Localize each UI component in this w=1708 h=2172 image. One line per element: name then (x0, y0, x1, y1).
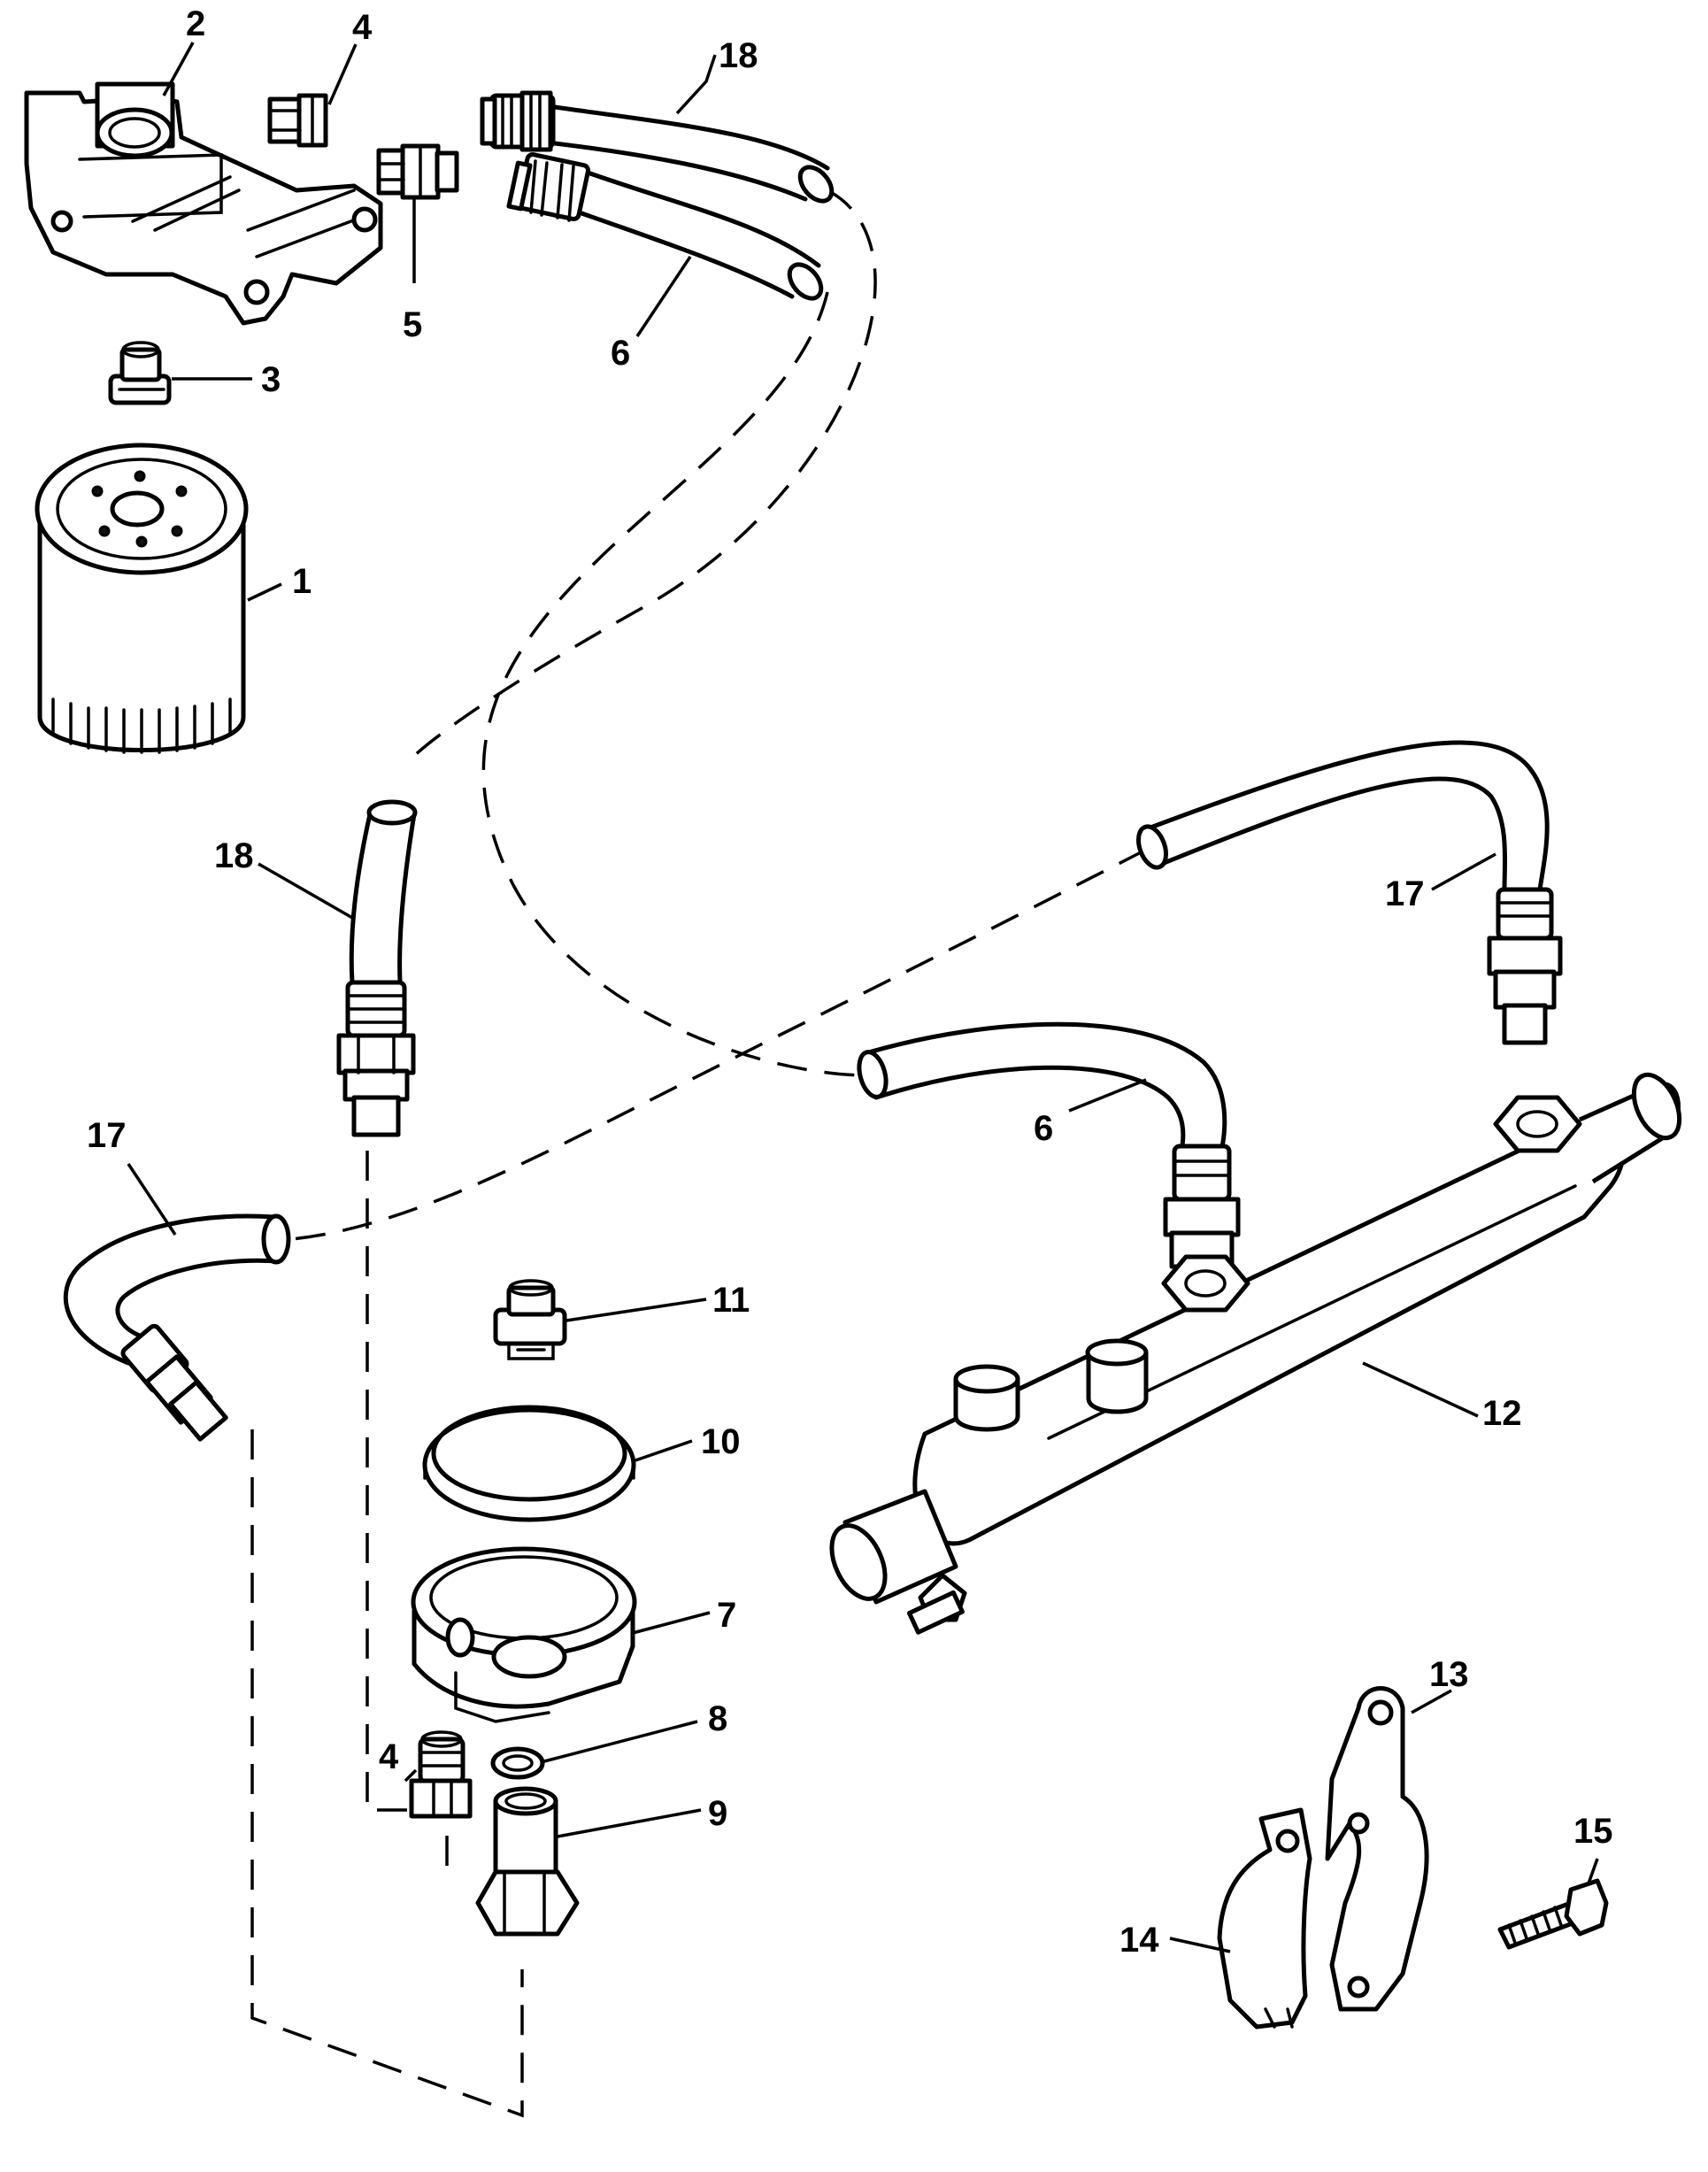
plug-11 (493, 1279, 567, 1360)
callout-6-top: 6 (611, 334, 630, 373)
hose-18-lower (336, 799, 418, 1137)
oil-filter-1 (35, 443, 249, 754)
oil-filter-bracket (24, 81, 383, 326)
callout-4-top: 4 (352, 8, 373, 47)
connector-9 (475, 1786, 580, 1937)
oil-cooler-12 (829, 1072, 1682, 1635)
hose-18-top (480, 90, 835, 204)
leader-8 (543, 1720, 698, 1763)
bolt-15 (1497, 1878, 1609, 1950)
callout-11: 11 (712, 1281, 750, 1320)
hose-17-lower (63, 1213, 291, 1442)
leader-9 (557, 1808, 702, 1838)
leader-6-top (635, 256, 692, 337)
routing-line-17-to-oil-adapter (250, 1429, 524, 2118)
fitting-4-top (267, 93, 328, 148)
hose-routing-lines (250, 189, 1147, 2118)
leader-11 (565, 1298, 707, 1322)
callout-7: 7 (717, 1596, 736, 1635)
callout-1: 1 (292, 562, 312, 601)
leader-7 (632, 1611, 711, 1635)
leader-12 (1362, 1361, 1479, 1418)
callout-17-lower: 17 (87, 1116, 127, 1155)
leader-14 (1169, 1937, 1231, 1953)
routing-line-6-upper-to-lower (481, 291, 868, 1077)
hose-17-upper (1135, 740, 1563, 1045)
leader-13 (1411, 1689, 1452, 1714)
leader-15 (1587, 1858, 1599, 1884)
callout-labels: 2 4 18 5 6 3 1 18 17 6 17 11 10 12 7 8 4… (87, 4, 1613, 1960)
union-fitting-5 (376, 143, 459, 200)
callout-14: 14 (1119, 1921, 1159, 1960)
leader-17-upper (1431, 852, 1496, 891)
leader-18-top (675, 54, 717, 115)
routing-line-18-to-oil-adapter (365, 1151, 449, 1872)
leader-2 (162, 42, 195, 96)
leader-4-top (327, 43, 358, 105)
leader-17-lower (127, 1163, 177, 1236)
leader-4-lower (404, 1768, 418, 1783)
routing-line-17-upper-to-lower (291, 848, 1147, 1241)
leader-10 (635, 1439, 693, 1462)
plug-3 (108, 341, 172, 405)
callout-8: 8 (708, 1699, 727, 1738)
fitting-4-lower (409, 1730, 473, 1819)
callout-17-upper: 17 (1385, 874, 1425, 913)
filter-adapter-7 (411, 1546, 637, 1723)
leader-6-lower (1068, 1078, 1147, 1113)
leader-1 (247, 582, 282, 602)
callout-2: 2 (186, 4, 205, 43)
callout-4-lower: 4 (379, 1737, 399, 1776)
clamp-14 (1217, 1807, 1312, 2030)
leader-lines (127, 42, 1599, 1953)
callout-3: 3 (261, 360, 281, 399)
callout-12: 12 (1482, 1394, 1522, 1433)
callout-10: 10 (701, 1422, 741, 1461)
sealing-ring-10 (422, 1405, 636, 1522)
callout-6-lower: 6 (1034, 1109, 1053, 1148)
leader-18-lower (258, 862, 355, 920)
callout-18-lower: 18 (214, 836, 254, 875)
routing-line-18-upper-to-lower (407, 189, 877, 763)
callout-18-top: 18 (719, 36, 758, 75)
callout-13: 13 (1429, 1655, 1469, 1694)
callout-5: 5 (403, 305, 422, 344)
callout-9: 9 (708, 1794, 727, 1833)
hose-6-top (506, 152, 824, 301)
clamp-13 (1325, 1686, 1429, 2012)
callout-15: 15 (1573, 1812, 1613, 1851)
gasket-8 (490, 1746, 545, 1780)
